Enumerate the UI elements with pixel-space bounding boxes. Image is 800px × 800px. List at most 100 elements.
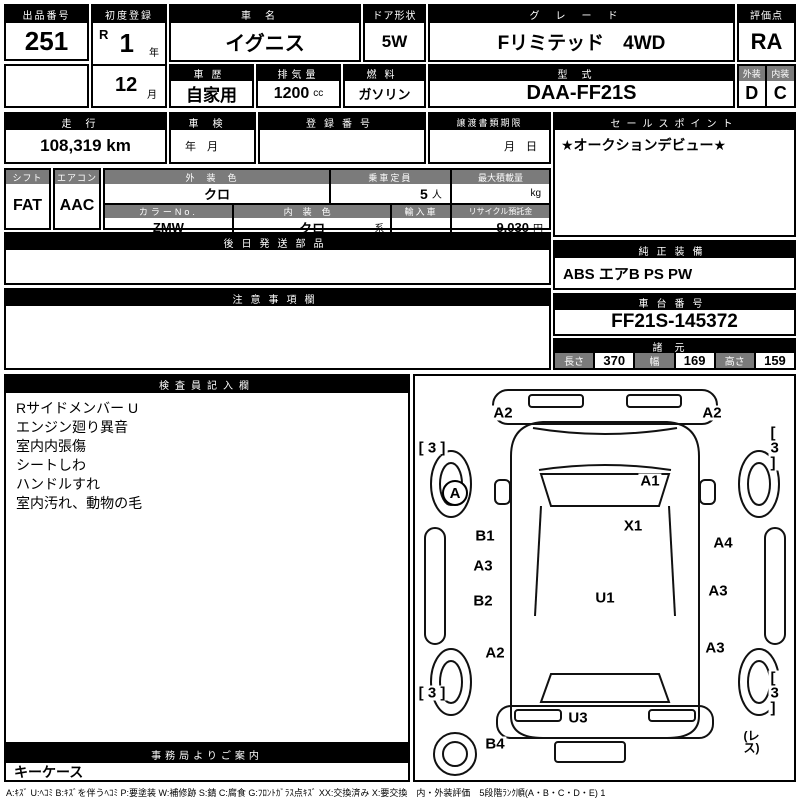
shift-label: シフト xyxy=(6,170,49,184)
capacity-label: 乗車定員 xyxy=(330,170,452,184)
equipment-value: ABS エアB PS PW xyxy=(563,265,693,283)
exterior-score-value: D xyxy=(739,81,767,106)
month-value: 12 xyxy=(115,74,138,97)
score-box: 評価点 RA xyxy=(737,4,796,62)
equipment-label: 純正装備 xyxy=(555,242,794,258)
displacement-label: 排気量 xyxy=(258,66,339,81)
damage-mark: [ 3 ] xyxy=(768,670,786,716)
color-no-value: ZMW xyxy=(105,218,234,237)
capacity-unit: 人 xyxy=(431,190,442,201)
import-car-value xyxy=(392,218,452,237)
inspection-label: 車検 xyxy=(171,114,254,130)
aircon-box: エアコン AAC xyxy=(53,168,101,230)
width-value: 169 xyxy=(676,353,716,368)
displacement-box: 排気量 1200 cc xyxy=(256,64,341,108)
height-label: 高さ xyxy=(715,353,756,368)
sales-point-value: ★オークションデビュー★ xyxy=(561,137,727,153)
grade-label: グレード xyxy=(430,6,733,23)
max-load-unit: kg xyxy=(530,188,541,199)
first-registration-year: R 1 年 xyxy=(93,23,165,64)
dimensions-box: 諸元 長さ 370 幅 169 高さ 159 xyxy=(553,338,796,370)
grade-value: Fリミテッド 4WD xyxy=(497,33,666,54)
damage-mark: (レス) xyxy=(741,730,777,754)
damage-mark: A1 xyxy=(638,472,662,490)
inspector-notes-box: 検査員記入欄 Rサイドメンバー U エンジン廻り異音 室内内張傷 シートしわ ハ… xyxy=(4,374,410,744)
shift-box: シフト FAT xyxy=(4,168,51,230)
damage-mark: A xyxy=(442,480,468,506)
later-parts-box: 後日発送部品 xyxy=(4,232,551,285)
office-info-value: キーケース xyxy=(14,763,84,780)
inspector-note-line: 室内汚れ、動物の毛 xyxy=(16,495,143,511)
height-value: 159 xyxy=(764,353,786,368)
score-label: 評価点 xyxy=(739,6,794,23)
capacity-value: 5 xyxy=(420,185,428,202)
inspector-notes-list: Rサイドメンバー U エンジン廻り異音 室内内張傷 シートしわ ハンドルすれ 室… xyxy=(6,393,408,742)
first-registration-box: 初度登録 R 1 年 12 月 xyxy=(91,4,167,108)
office-info-box: 事務局よりご案内 キーケース xyxy=(4,744,410,782)
registration-number-label: 登録番号 xyxy=(260,114,424,130)
damage-mark: B4 xyxy=(483,735,507,753)
year-value: 1 xyxy=(119,27,134,58)
damage-mark: U3 xyxy=(566,709,590,727)
interior-color-label: 内装色 xyxy=(233,205,393,218)
damage-mark: [ 3 ] xyxy=(768,425,786,471)
max-load-value-wrap: kg xyxy=(452,184,549,203)
displacement-value-wrap: 1200 cc xyxy=(258,81,339,106)
later-parts-value xyxy=(6,250,549,283)
door-shape-label: ドア形状 xyxy=(365,6,424,23)
damage-mark: X1 xyxy=(621,517,645,535)
exhibit-blank-box xyxy=(4,64,89,108)
exhibit-number-value: 251 xyxy=(24,25,69,56)
aircon-label: エアコン xyxy=(55,170,99,184)
max-load-label: 最大積載量 xyxy=(451,170,549,184)
model-code-label: 型式 xyxy=(430,66,733,81)
exterior-color-value: クロ xyxy=(105,184,331,203)
cautions-value xyxy=(6,306,549,368)
damage-mark: A2 xyxy=(700,404,724,422)
car-name-box: 車名 イグニス xyxy=(169,4,361,62)
chassis-number-label: 車台番号 xyxy=(555,295,794,310)
length-label: 長さ xyxy=(555,353,596,368)
chassis-number-value: FF21S-145372 xyxy=(611,311,738,332)
fuel-value: ガソリン xyxy=(358,87,411,102)
displacement-value: 1200 xyxy=(273,84,310,102)
interior-score-label: 内装 xyxy=(766,66,794,81)
inspector-note-line: シートしわ xyxy=(16,457,86,473)
dimensions-label: 諸元 xyxy=(555,340,794,353)
damage-mark: A4 xyxy=(711,534,735,552)
sales-point-box: セールスポイント ★オークションデビュー★ xyxy=(553,112,796,237)
damage-mark: U1 xyxy=(593,589,617,607)
car-history-label: 車歴 xyxy=(171,66,252,81)
displacement-unit: cc xyxy=(313,88,324,99)
office-info-label: 事務局よりご案内 xyxy=(6,746,408,763)
car-name-value: イグニス xyxy=(225,33,305,55)
interior-score-value: C xyxy=(773,83,787,103)
fuel-label: 燃料 xyxy=(345,66,424,81)
exterior-score-label: 外装 xyxy=(739,66,767,81)
cautions-box: 注意事項欄 xyxy=(4,288,551,370)
door-shape-box: ドア形状 5W xyxy=(363,4,426,62)
inspector-notes-label: 検査員記入欄 xyxy=(6,376,408,393)
transfer-deadline-box: 譲渡書類期限 月 日 xyxy=(428,112,551,164)
damage-mark: [ 3 ] xyxy=(416,684,448,702)
damage-mark: A3 xyxy=(471,557,495,575)
interior-color-unit: 系 xyxy=(374,224,385,235)
mileage-value: 108,319 km xyxy=(40,136,131,155)
door-shape-value: 5W xyxy=(381,31,408,51)
length-value: 370 xyxy=(595,353,636,368)
exterior-color-label: 外装色 xyxy=(105,170,331,184)
legend-text: A:ｷｽﾞ U:ﾍｺﾐ B:ｷｽﾞを伴うﾍｺﾐ P:要塗装 W:補修跡 S:錆 … xyxy=(6,788,606,798)
month-unit: 月 xyxy=(147,90,157,101)
car-history-box: 車歴 自家用 xyxy=(169,64,254,108)
capacity-value-wrap: 5 人 xyxy=(331,184,452,203)
recycle-deposit-value-wrap: 9,030 円 xyxy=(452,218,549,237)
width-label: 幅 xyxy=(635,353,676,368)
damage-mark: [ 3 ] xyxy=(416,439,448,457)
grade-box: グレード Fリミテッド 4WD xyxy=(428,4,735,62)
recycle-deposit-label: リサイクル預託金 xyxy=(451,205,549,218)
damage-mark: B2 xyxy=(471,592,495,610)
inspector-note-line: エンジン廻り異音 xyxy=(16,419,128,435)
